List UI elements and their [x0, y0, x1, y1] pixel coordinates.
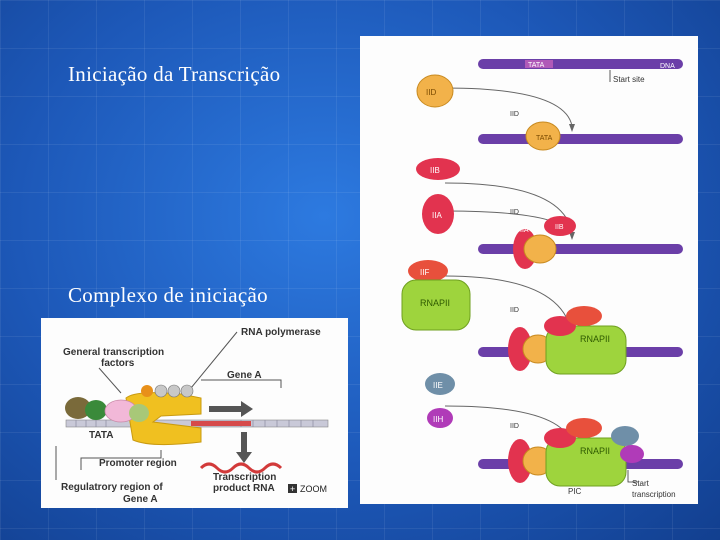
factor-brown — [65, 397, 91, 419]
regulatory-label-2: Gene A — [123, 494, 158, 505]
svg-text:IIF: IIF — [420, 268, 429, 277]
general-factors-label-2: factors — [101, 358, 135, 369]
dna-label: DNA — [660, 63, 675, 70]
svg-text:IID: IID — [510, 307, 519, 314]
svg-text:IIA: IIA — [520, 227, 529, 234]
svg-text:TATA: TATA — [536, 135, 553, 142]
start-label-1: Start — [632, 479, 650, 488]
svg-text:IID: IID — [510, 209, 519, 216]
tfiia-bound-2 — [508, 327, 532, 371]
factor-green — [85, 400, 107, 420]
rnapii-bound-2 — [545, 437, 627, 487]
zoom-label: ZOOM — [300, 484, 327, 494]
gene-a-region — [191, 421, 251, 426]
general-factors-label-1: General transcription — [63, 347, 164, 358]
rnapii-free — [401, 279, 471, 331]
promoter-region-label: Promoter region — [99, 458, 177, 469]
dna-bar-2 — [478, 134, 683, 144]
transcription-factors-figure: General transcription factors RNA polyme… — [41, 318, 348, 508]
transcription-direction-arrow — [209, 401, 253, 417]
svg-text:IID: IID — [426, 88, 436, 97]
tfiif-bound-1 — [566, 306, 602, 326]
factor-orange — [141, 385, 153, 397]
dna-bars — [478, 59, 683, 469]
promoter-bracket — [80, 450, 162, 470]
pointer-line-polymerase — [190, 331, 238, 389]
tfiia-bound-3 — [508, 439, 532, 483]
svg-text:RNAPII: RNAPII — [580, 446, 610, 456]
tfiih-free — [427, 408, 453, 428]
svg-text:RNAPII: RNAPII — [580, 334, 610, 344]
dna-bar-3 — [478, 244, 683, 254]
tfiid-free — [416, 74, 454, 108]
rna-product-wave — [199, 462, 283, 474]
dna-bar-1 — [478, 59, 683, 69]
start-label-2: transcription — [632, 490, 676, 499]
regulatory-label-1: Regulatrory region of — [61, 482, 163, 493]
start-site-label: Start site — [613, 75, 645, 84]
svg-text:IID: IID — [510, 423, 519, 430]
tfiih-bound — [620, 445, 644, 463]
tfiib-free — [416, 158, 460, 180]
pointer-line-gene — [201, 379, 282, 388]
tfiid-bound-1 — [525, 121, 561, 151]
tfiib-bound-1 — [544, 216, 576, 236]
tfiie-free — [425, 373, 455, 395]
tfiif-bound-2 — [566, 418, 602, 438]
title-complexo: Complexo de iniciação — [68, 283, 268, 307]
svg-text:IID: IID — [510, 111, 519, 118]
rnapii-bound-1 — [545, 325, 627, 375]
tfiif-free — [408, 260, 448, 282]
factor-grey-2 — [167, 384, 181, 398]
tata-label: TATA — [89, 430, 113, 441]
tfiia-free — [422, 194, 454, 234]
tfiid-bound-2 — [523, 234, 557, 264]
tfiie-bound — [611, 426, 639, 446]
tata-box-label: TATA — [528, 62, 545, 69]
zoom-button[interactable]: + ZOOM — [288, 484, 327, 494]
title-iniciacao: Iniciação da Transcrição — [68, 62, 281, 86]
product-label-1: Transcription — [213, 472, 276, 483]
factor-grey-3 — [180, 384, 194, 398]
svg-text:+: + — [290, 484, 295, 494]
factor-light-green — [129, 404, 149, 422]
zoom-icon — [288, 484, 297, 493]
initiation-complex-figure: TATA DNA Start site IID IIB — [360, 36, 698, 504]
svg-text:RNAPII: RNAPII — [420, 298, 450, 308]
down-arrow — [236, 432, 252, 463]
tfiib-bound-2 — [544, 316, 576, 336]
svg-text:IIB: IIB — [430, 166, 440, 175]
tfiib-bound-3 — [544, 428, 576, 448]
pic-label: PIC — [568, 487, 582, 496]
rna-polymerase-label: RNA polymerase — [241, 327, 321, 338]
svg-text:IIH: IIH — [433, 415, 443, 424]
factor-grey-1 — [154, 384, 168, 398]
svg-text:IIB: IIB — [555, 224, 564, 231]
product-label-2: product RNA — [213, 483, 275, 494]
svg-text:IIA: IIA — [432, 211, 442, 220]
gene-a-label: Gene A — [227, 370, 262, 381]
svg-text:IIE: IIE — [433, 381, 443, 390]
tata-box — [525, 60, 553, 68]
pointer-line-factors — [98, 367, 122, 394]
